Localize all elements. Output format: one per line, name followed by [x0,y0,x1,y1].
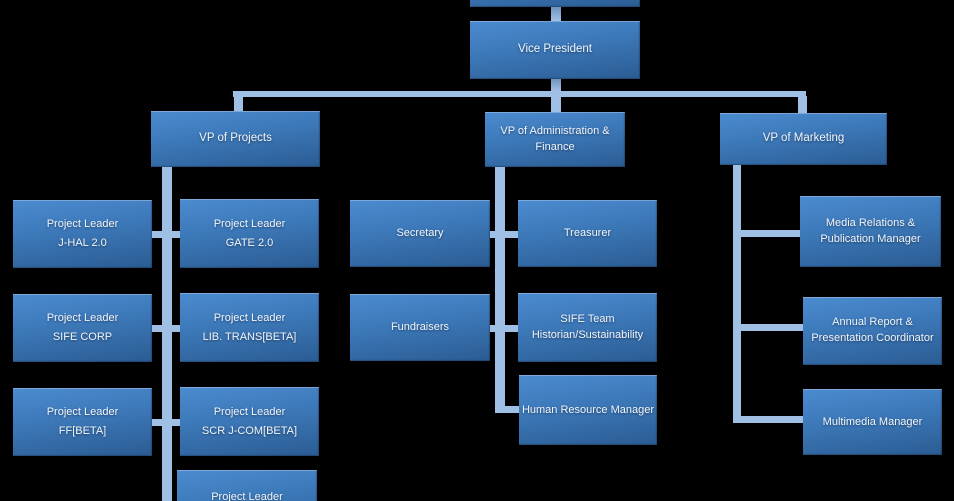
connector-elbow-hr-manager [495,406,519,413]
org-node-pl-scrjcom: Project Leader SCR J-COM[BETA] [180,387,319,456]
org-node-label: Human Resource Manager [521,403,655,416]
org-node-pl-gate: Project Leader GATE 2.0 [180,199,319,268]
connector-distribution-line [233,91,806,97]
connector-drop-left [234,96,243,112]
org-node-label: Media Relations & Publication Manager [820,216,921,245]
org-node-label: Fundraisers [390,321,450,334]
org-node-label: Project Leader [211,491,283,501]
org-node-hr-manager: Human Resource Manager [519,375,657,445]
org-node-vp-marketing: VP of Marketing [720,113,887,165]
org-node-label: Secretary [396,227,444,240]
org-node-label: Vice President [518,43,592,56]
connector-arm-projects-row2 [152,325,180,332]
org-node-label: VP of Projects [199,132,272,145]
connector-elbow-multimedia [733,416,803,423]
org-node-pl-ff: Project Leader FF[BETA] [13,388,152,456]
connector-vp-bottom-stub [551,79,561,92]
org-node-label: Multimedia Manager [822,415,923,428]
org-node-label: Project Leader LIB. TRANS[BETA] [202,311,297,343]
org-node-label: Project Leader FF[BETA] [46,406,119,437]
org-node-label: Project Leader J-HAL 2.0 [46,218,119,249]
org-node-multimedia: Multimedia Manager [803,389,942,455]
org-node-treasurer: Treasurer [518,200,657,267]
org-node-vice-president: Vice President [470,21,640,79]
connector-drop-right [798,96,807,114]
connector-arm-admin-row1 [490,231,518,238]
connector-trunk-admin [495,166,505,413]
connector-arm-admin-row2 [490,325,518,332]
org-node-sife-historian: SIFE Team Historian/Sustainability [518,293,657,362]
org-node-vp-projects: VP of Projects [151,111,320,167]
org-node-secretary: Secretary [350,200,490,267]
connector-arm-projects-row1 [152,231,180,238]
org-node-pl-libtrans: Project Leader LIB. TRANS[BETA] [180,293,319,362]
org-node-label: Project Leader SIFE CORP [46,312,119,343]
connector-arm-marketing-row2 [741,324,803,331]
org-node-vp-admin-finance: VP of Administration & Finance [485,112,625,167]
connector-trunk-projects [162,166,172,501]
org-node-annual-report: Annual Report & Presentation Coordinator [803,297,942,365]
org-node-pl-sifecorp: Project Leader SIFE CORP [13,294,152,362]
org-node-label: SIFE Team Historian/Sustainability [531,312,644,341]
connector-arm-projects-row3 [152,419,180,426]
org-node-media-relations: Media Relations & Publication Manager [800,196,941,267]
org-node-pl-jhal: Project Leader J-HAL 2.0 [13,200,152,268]
org-node-top-partial [470,0,640,7]
org-node-fundraisers: Fundraisers [350,294,490,361]
org-node-label: Annual Report & Presentation Coordinator [811,316,934,344]
connector-trunk-marketing [733,164,741,423]
org-node-label: VP of Administration & Finance [500,124,610,153]
org-node-label: Project Leader SCR J-COM[BETA] [201,405,298,437]
org-node-label: Treasurer [563,227,612,240]
org-node-pl-bottom: Project Leader [177,470,317,501]
connector-arm-marketing-row1 [741,230,801,237]
org-node-label: VP of Marketing [762,132,845,145]
connector-top-stub [551,7,561,22]
connector-drop-center [551,96,561,113]
org-node-label: Project Leader GATE 2.0 [213,217,286,249]
